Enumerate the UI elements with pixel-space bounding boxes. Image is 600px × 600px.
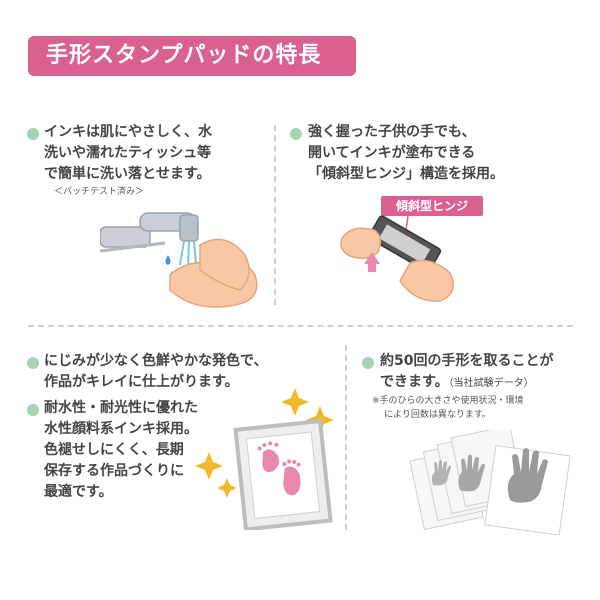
feature-grip-text: 強く握った子供の手でも、 開いてインキが塗布できる 「傾斜型ヒンジ」構造を採用。 <box>308 122 504 185</box>
feature-skin-line: 洗いや濡れたティッシュ等 <box>44 145 212 161</box>
count-disclaimer: により回数は異なります。 <box>384 410 491 420</box>
feature-skin-line: で簡単に洗い落とせます。 <box>44 166 211 182</box>
feature-count-line: できます。（当社試験データ） <box>380 372 553 394</box>
bullet-icon <box>290 128 302 140</box>
feature-skin-text: インキは肌にやさしく、水 洗いや濡れたティッシュ等 で簡単に洗い落とせます。 ＜… <box>44 122 212 199</box>
bullet-icon <box>27 128 39 140</box>
feature-color-line: 保存する作品づくりに <box>44 463 184 479</box>
bullet-icon <box>27 404 39 416</box>
framed-prints-illustration <box>195 388 334 530</box>
feature-color-line: 最適です。 <box>44 484 113 500</box>
divider-vertical-top <box>274 125 276 305</box>
feature-grip-line: 「傾斜型ヒンジ」構造を採用。 <box>308 166 504 182</box>
feature-color-line: 水性顔料系インキ採用。 <box>44 421 198 437</box>
feature-grip-line: 強く握った子供の手でも、 <box>308 124 476 140</box>
stacked-handprints-illustration <box>409 430 571 535</box>
feature-color-line: にじみが少なく色鮮やかな発色で、 <box>44 353 268 369</box>
count-disclaimer: ※手のひらの大きさや使用状況・環境 <box>372 396 524 406</box>
page-title: 手形スタンプパッドの特長 <box>28 36 356 76</box>
feature-grip-line: 開いてインキが塗布できる <box>308 145 476 161</box>
faucet-hand-illustration <box>100 212 258 308</box>
bullet-icon <box>27 357 39 369</box>
feature-skin-line: インキは肌にやさしく、水 <box>44 124 212 140</box>
patch-test-note: ＜パッチテスト済み＞ <box>54 187 145 197</box>
feature-color-text-1: にじみが少なく色鮮やかな発色で、 作品がキレイに仕上がります。 <box>44 351 267 393</box>
divider-vertical-bottom <box>345 345 347 530</box>
hand-gripping-pad-illustration <box>340 215 455 302</box>
feature-count-line-main: できます。 <box>380 374 449 390</box>
feature-color-line: 耐水性・耐光性に優れた <box>44 400 198 416</box>
bullet-icon <box>362 357 374 369</box>
hinge-label-badge: 傾斜型ヒンジ <box>381 196 483 216</box>
feature-color-line: 作品がキレイに仕上がります。 <box>44 374 239 390</box>
test-data-note: （当社試験データ） <box>448 378 534 389</box>
feature-color-line: 色褪せしにくく、長期 <box>44 442 184 458</box>
divider-horizontal <box>28 325 573 327</box>
feature-count-line: 約50回の手形を取ることが <box>380 353 554 369</box>
feature-color-text-2: 耐水性・耐光性に優れた 水性顔料系インキ採用。 色褪せしにくく、長期 保存する作… <box>44 398 198 503</box>
feature-count-text: 約50回の手形を取ることが できます。（当社試験データ） ※手のひらの大きさや使… <box>372 351 554 422</box>
